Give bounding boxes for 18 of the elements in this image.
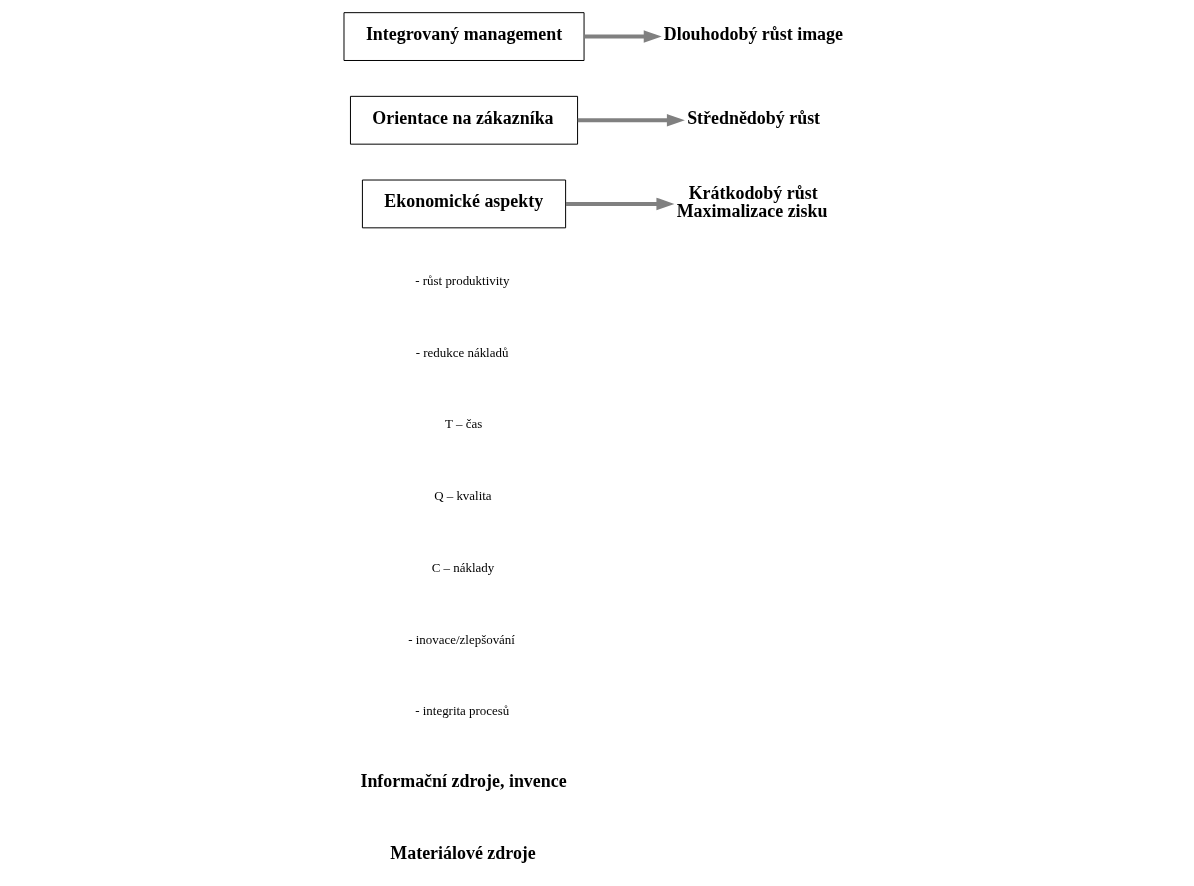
arrow <box>577 113 685 127</box>
node-box: Ekonomické aspekty <box>361 179 566 229</box>
label: - redukce nákladů <box>415 344 508 360</box>
arrow <box>583 30 662 43</box>
label: T – čas <box>444 416 482 432</box>
node-text: Dlouhodobý růst image <box>663 23 843 44</box>
label: Materiálové zdroje <box>389 842 536 863</box>
label: Q – kvalita <box>433 488 492 504</box>
label: Informační zdroje, invence <box>359 771 567 792</box>
label: - inovace/zlepšování <box>407 631 515 647</box>
node-box: Orientace na zákazníka <box>349 95 578 145</box>
label: C – náklady <box>431 559 494 575</box>
node-text: Krátkodobý růst Maximalizace zisku <box>676 183 828 222</box>
label: - integrita procesů <box>414 703 509 719</box>
node-box: Integrovaný management <box>343 12 585 61</box>
arrow <box>565 197 674 211</box>
node-text: Střednědobý růst <box>686 107 820 128</box>
label: - růst produktivity <box>414 273 509 289</box>
